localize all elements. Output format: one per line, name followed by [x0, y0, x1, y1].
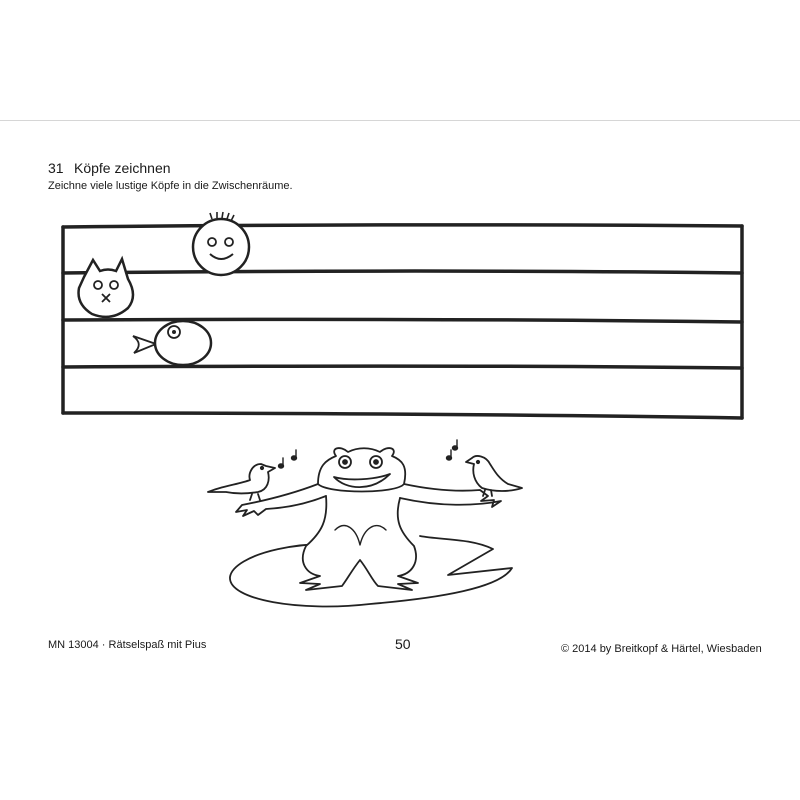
- staff-line-2: [61, 269, 744, 275]
- frog-mouth: [333, 473, 391, 488]
- music-note-icon: [277, 439, 459, 469]
- bird-left-icon: [207, 463, 276, 501]
- fish-icon: [132, 319, 213, 367]
- bird-right-icon: [465, 455, 523, 497]
- frog-head: [317, 447, 407, 493]
- exercise-heading: 31 Köpfe zeichnen: [48, 160, 171, 176]
- cat-face-icon: [77, 255, 135, 319]
- staff-line-3: [61, 317, 744, 324]
- footer-catalog: MN 13004 · Rätselspaß mit Pius: [48, 639, 207, 651]
- frog-illustration: [207, 439, 523, 608]
- footer-copyright: © 2014 by Breitkopf & Härtel, Wiesbaden: [561, 643, 762, 655]
- exercise-title: Köpfe zeichnen: [74, 160, 171, 176]
- staff-line-4: [61, 364, 744, 370]
- exercise-instruction: Zeichne viele lustige Köpfe in die Zwisc…: [48, 180, 293, 192]
- smiley-face-icon: [191, 211, 251, 277]
- staff-line-1: [61, 223, 744, 229]
- staff-line-5: [61, 411, 744, 420]
- exercise-number: 31: [48, 160, 64, 176]
- music-staff: [61, 223, 744, 420]
- page-number: 50: [395, 636, 411, 652]
